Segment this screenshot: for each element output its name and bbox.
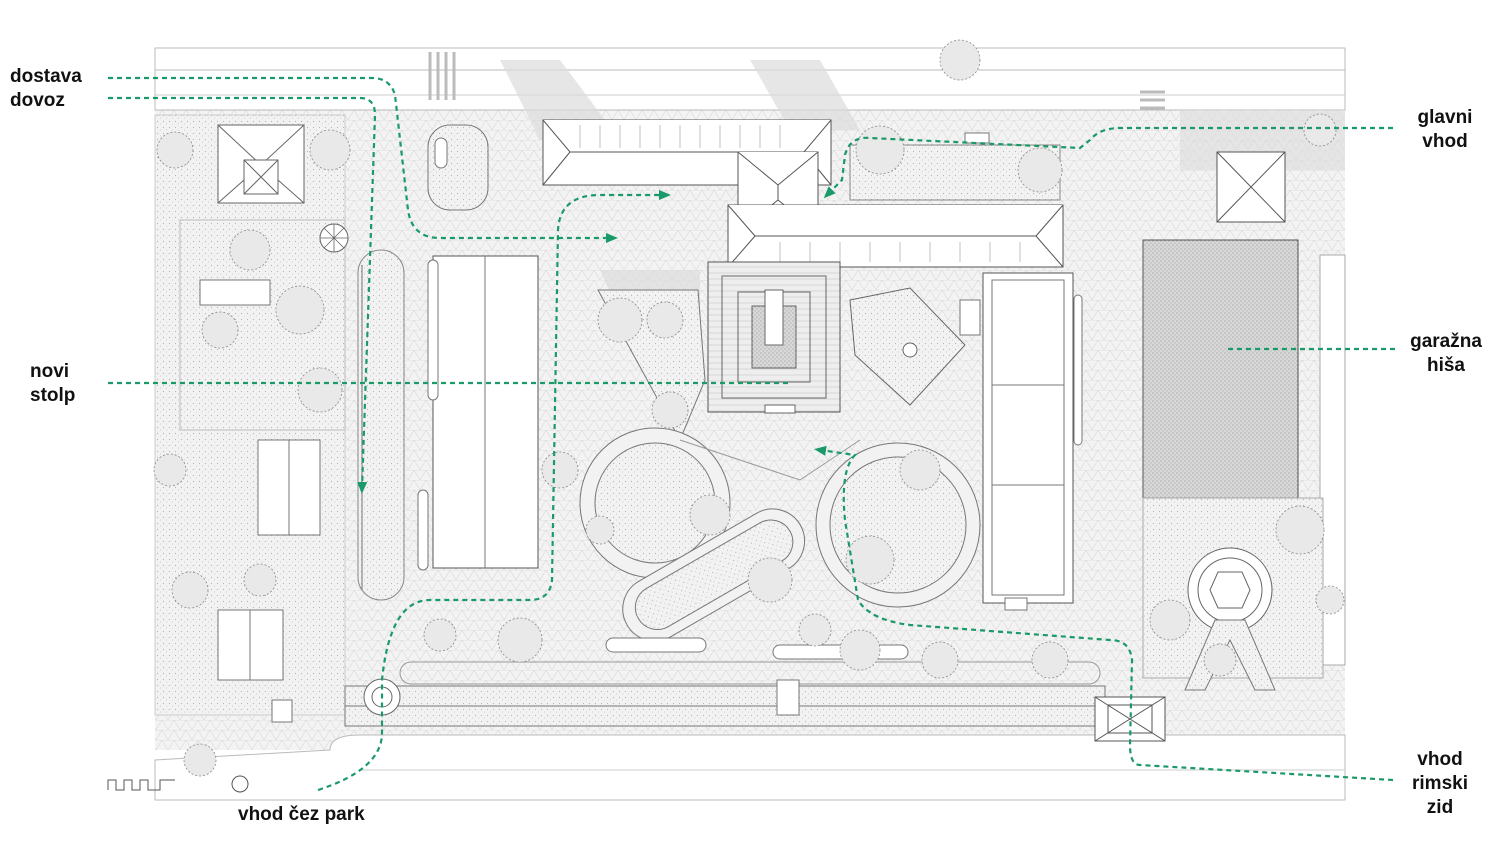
label-stolp: stolp — [30, 385, 76, 406]
label-dostava: dostava — [10, 66, 82, 87]
label-hisa: hiša — [1426, 355, 1466, 376]
label-vhod-cez-park: vhod čez park — [238, 803, 365, 827]
access-routes — [108, 76, 1395, 792]
route-dovoz — [108, 96, 377, 494]
label-garazna: garažna — [1410, 331, 1482, 352]
label-glavni-vhod: glavni vhod — [1400, 106, 1490, 154]
east-hall — [982, 272, 1083, 611]
label-novi: novi — [30, 361, 70, 382]
label-glavni: glavni — [1417, 107, 1473, 128]
new-tower — [707, 261, 841, 414]
label-rimski: rimski — [1412, 773, 1468, 794]
label-vhod-rimski-zid: vhod rimski zid — [1395, 748, 1485, 820]
label-garazna-hisa: garažna hiša — [1400, 330, 1492, 378]
label-vhod-main: vhod — [1422, 131, 1468, 152]
route-dostava — [108, 76, 618, 243]
label-dovoz: dovoz — [10, 90, 65, 111]
main-building — [542, 119, 1064, 268]
battlement — [107, 779, 175, 791]
label-zid: zid — [1426, 797, 1454, 818]
route-park-entry — [317, 190, 671, 792]
west-hall — [417, 255, 539, 571]
label-novi-stolp: novi stolp — [30, 360, 75, 408]
diamond-courtyard — [849, 287, 981, 406]
label-vhod-rimski: vhod — [1417, 749, 1463, 770]
label-dostava-dovoz: dostava dovoz — [10, 65, 82, 113]
route-glavni-vhod — [823, 126, 1393, 199]
route-rimski-zid — [814, 445, 1394, 782]
tree-icon — [231, 775, 249, 793]
label-vhod-park: vhod čez park — [238, 804, 365, 825]
